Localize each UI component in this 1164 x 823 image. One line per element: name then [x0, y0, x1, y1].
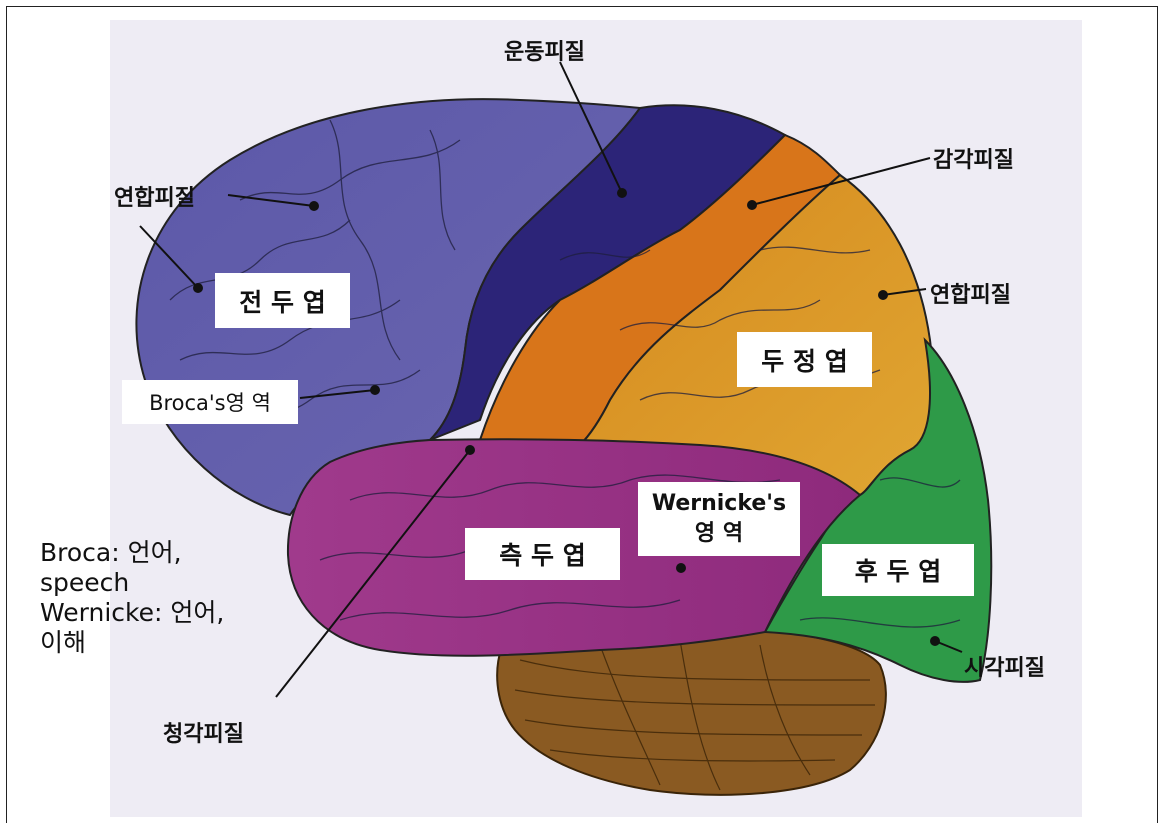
occipital-lobe-label: 후 두 엽 — [822, 544, 974, 596]
wernicke-area-line1: Wernicke's — [652, 489, 786, 519]
association-cortex-left-label: 연합피질 — [114, 180, 195, 212]
motor-cortex-label: 운동피질 — [504, 34, 585, 66]
note-line-3: Wernicke: 언어, — [40, 598, 224, 628]
temporal-lobe-label: 측 두 엽 — [465, 528, 620, 580]
association-cortex-right-label: 연합피질 — [930, 277, 1011, 309]
auditory-cortex-label: 청각피질 — [163, 716, 244, 748]
broca-area-label: Broca's영 역 — [122, 380, 298, 424]
note-line-4: 이해 — [40, 628, 224, 658]
wernicke-area-label: Wernicke's 영 역 — [638, 482, 800, 556]
note-line-1: Broca: 언어, — [40, 538, 224, 568]
frontal-lobe-label: 전 두 엽 — [215, 273, 350, 328]
note-line-2: speech — [40, 568, 224, 598]
visual-cortex-label: 시각피질 — [964, 650, 1045, 682]
sensory-cortex-label: 감각피질 — [933, 142, 1014, 174]
side-note: Broca: 언어, speech Wernicke: 언어, 이해 — [40, 538, 224, 658]
wernicke-area-line2: 영 역 — [695, 519, 743, 549]
parietal-lobe-label: 두 정 엽 — [737, 332, 872, 387]
